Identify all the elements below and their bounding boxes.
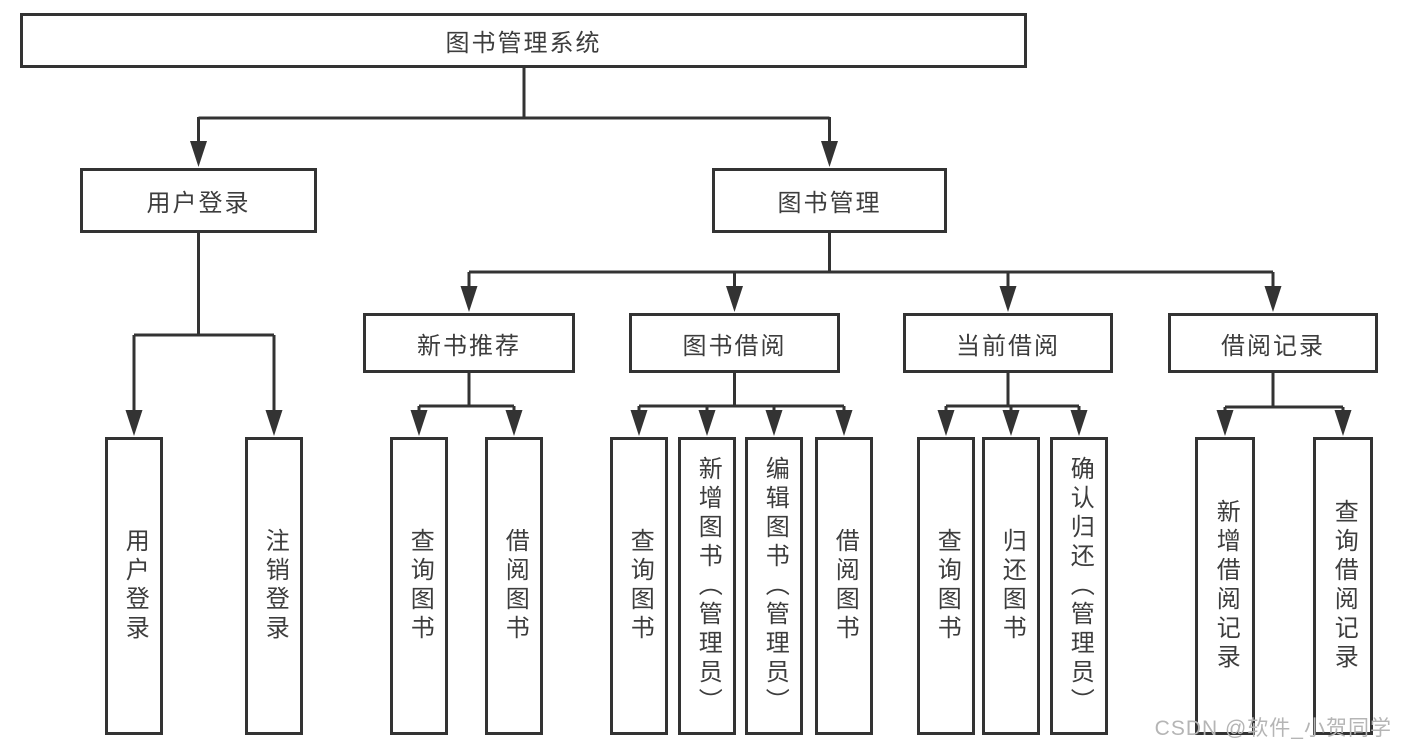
leaf-logout: 注销登录 — [245, 437, 303, 735]
connector-line — [637, 371, 846, 412]
node-new-book-recommend-label: 新书推荐 — [417, 332, 521, 360]
arrowhead-icon — [821, 141, 838, 167]
arrowhead-icon — [726, 286, 743, 312]
connector-current-borrow-branch — [937, 371, 1088, 436]
leaf-user-login: 用户登录 — [105, 437, 163, 735]
leaf-borrow-edit-admin: 编辑图书（管理员） — [745, 437, 803, 735]
leaf-borrow-query: 查询图书 — [610, 437, 668, 735]
arrowhead-icon — [698, 410, 716, 436]
arrowhead-icon — [265, 410, 283, 436]
leaf-newbook-query-label: 查询图书 — [406, 528, 434, 644]
arrowhead-icon — [460, 286, 478, 312]
leaf-newbook-borrow: 借阅图书 — [485, 437, 543, 735]
leaf-borrow-add-admin-label: 新增图书（管理员） — [694, 455, 722, 717]
leaf-current-query: 查询图书 — [917, 437, 975, 735]
arrowhead-icon — [505, 410, 523, 436]
connector-new-book-branch — [410, 371, 523, 436]
node-new-book-recommend: 新书推荐 — [363, 313, 575, 373]
leaf-records-add-label: 新增借阅记录 — [1212, 499, 1240, 673]
leaf-current-confirm-admin: 确认归还（管理员） — [1050, 437, 1108, 735]
node-user-login: 用户登录 — [80, 168, 317, 233]
arrowhead-icon — [410, 410, 428, 436]
node-borrow-records-label: 借阅记录 — [1221, 332, 1325, 360]
watermark: CSDN @软件_小贺同学 — [1154, 717, 1392, 740]
leaf-newbook-borrow-label: 借阅图书 — [501, 528, 529, 644]
connector-book-management-branch — [460, 231, 1282, 312]
node-current-borrow-label: 当前借阅 — [956, 332, 1060, 360]
leaf-newbook-query: 查询图书 — [390, 437, 448, 735]
node-book-management-label: 图书管理 — [777, 190, 882, 217]
connector-line — [944, 371, 1081, 412]
leaf-logout-label: 注销登录 — [261, 528, 289, 644]
leaf-records-query: 查询借阅记录 — [1313, 437, 1373, 735]
connector-line — [197, 66, 831, 144]
connector-user-login-branch — [125, 231, 283, 436]
node-book-borrow: 图书借阅 — [629, 313, 840, 373]
leaf-borrow-query-label: 查询图书 — [626, 528, 654, 644]
node-borrow-records: 借阅记录 — [1168, 313, 1378, 373]
leaf-records-add: 新增借阅记录 — [1195, 437, 1255, 735]
connector-root-to-level2 — [190, 66, 838, 167]
leaf-borrow-book: 借阅图书 — [815, 437, 873, 735]
node-book-borrow-label: 图书借阅 — [682, 332, 787, 360]
connector-line — [132, 231, 276, 412]
arrowhead-icon — [765, 410, 783, 436]
leaf-current-query-label: 查询图书 — [933, 528, 961, 644]
node-book-management: 图书管理 — [712, 168, 947, 233]
arrowhead-icon — [1002, 410, 1020, 436]
arrowhead-icon — [835, 410, 853, 436]
leaf-current-confirm-admin-label: 确认归还（管理员） — [1066, 455, 1094, 717]
arrowhead-icon — [1216, 410, 1234, 436]
arrowhead-icon — [937, 410, 955, 436]
leaf-current-return: 归还图书 — [982, 437, 1040, 735]
connector-line — [467, 231, 1275, 290]
leaf-borrow-book-label: 借阅图书 — [831, 528, 859, 644]
leaf-borrow-add-admin: 新增图书（管理员） — [678, 437, 736, 735]
node-root: 图书管理系统 — [20, 13, 1027, 68]
leaf-borrow-edit-admin-label: 编辑图书（管理员） — [761, 455, 789, 717]
connector-borrow-records-branch — [1216, 371, 1352, 436]
arrowhead-icon — [190, 141, 207, 167]
node-root-label: 图书管理系统 — [445, 30, 602, 57]
connector-line — [1223, 371, 1345, 412]
connector-line — [417, 371, 516, 412]
arrowhead-icon — [1070, 410, 1088, 436]
leaf-records-query-label: 查询借阅记录 — [1330, 499, 1358, 673]
arrowhead-icon — [1334, 410, 1352, 436]
arrowhead-icon — [630, 410, 648, 436]
arrowhead-icon — [1264, 286, 1282, 312]
connector-book-borrow-branch — [630, 371, 853, 436]
leaf-current-return-label: 归还图书 — [998, 528, 1026, 644]
arrowhead-icon — [999, 286, 1017, 312]
node-user-login-label: 用户登录 — [146, 190, 251, 217]
arrowhead-icon — [125, 410, 143, 436]
node-current-borrow: 当前借阅 — [903, 313, 1113, 373]
leaf-user-login-label: 用户登录 — [121, 528, 149, 644]
